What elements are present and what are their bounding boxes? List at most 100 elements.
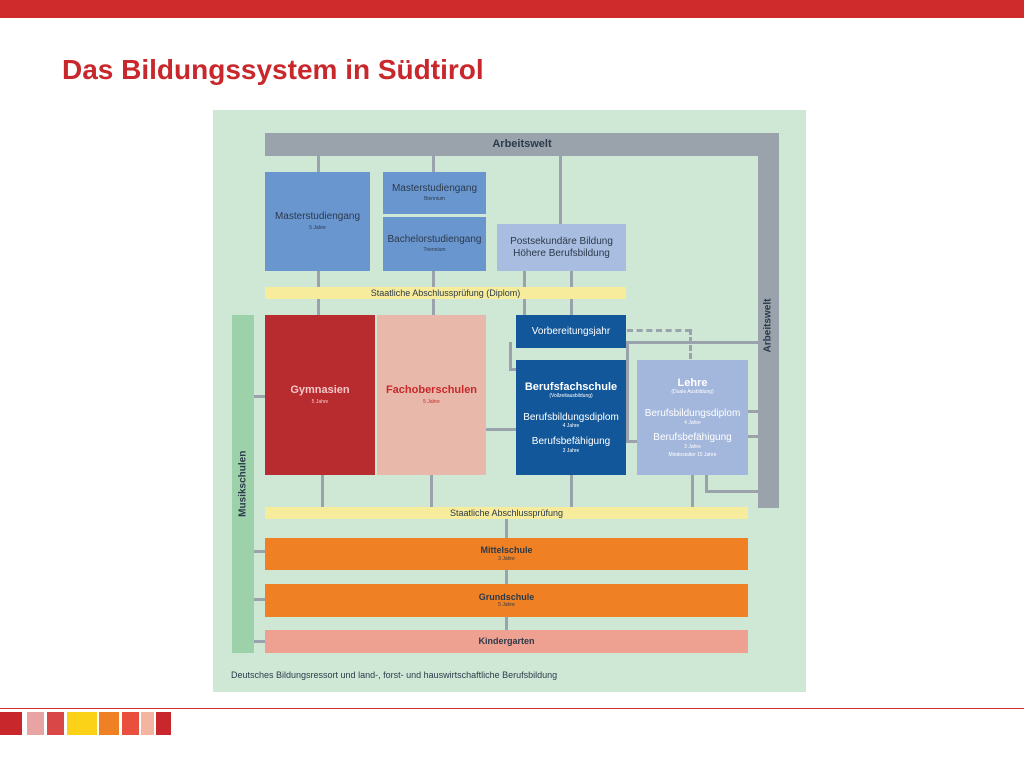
grundschule-label: Grundschule bbox=[478, 591, 535, 602]
footer-color-strip bbox=[99, 712, 119, 735]
arrow-up bbox=[523, 271, 526, 287]
lehre-befaehigung-sub: 3 Jahre bbox=[684, 443, 701, 450]
musikschulen-label: Musikschulen bbox=[237, 450, 249, 518]
arrow-up bbox=[317, 156, 320, 172]
diagram-footer: Deutsches Bildungsressort und land-, for… bbox=[231, 670, 558, 680]
postsekundaer-line1: Postsekundäre Bildung bbox=[510, 236, 613, 247]
arrow-up bbox=[523, 299, 526, 315]
arrow-up bbox=[317, 299, 320, 315]
gymnasien-label: Gymnasien bbox=[290, 384, 350, 397]
mittelschule-sub: 3 Jahre bbox=[498, 555, 515, 562]
arrow-up bbox=[570, 271, 573, 287]
lehre-label: Lehre bbox=[677, 376, 708, 389]
grundschule-sub: 5 Jahre bbox=[498, 602, 515, 609]
dashed-connector bbox=[689, 329, 692, 359]
footer-color-strip bbox=[141, 712, 154, 735]
gymnasien-sub: 5 Jahre bbox=[311, 398, 329, 405]
arrow-up bbox=[432, 156, 435, 172]
mittelschule-label: Mittelschule bbox=[480, 545, 533, 556]
arrow-up bbox=[321, 475, 324, 507]
lehre-box: Lehre (Duale Ausbildung) Berufsbildungsd… bbox=[637, 360, 748, 475]
berufsfachschule-befaehigung-sub: 3 Jahre bbox=[562, 447, 580, 454]
arrow-up bbox=[570, 475, 573, 507]
berufsfachschule-diplom-sub: 4 Jahre bbox=[562, 423, 580, 430]
abschlusspruefung-diplom-bar: Staatliche Abschlussprüfung (Diplom) bbox=[265, 287, 626, 299]
education-system-diagram: Arbeitswelt Arbeitswelt Masterstudiengan… bbox=[213, 110, 806, 692]
grundschule-bar: Grundschule 5 Jahre bbox=[265, 584, 748, 617]
lehre-diplom-sub: 4 Jahre bbox=[684, 419, 701, 426]
arbeitswelt-top-label: Arbeitswelt bbox=[492, 138, 552, 151]
footer-line bbox=[0, 708, 1024, 709]
arrow-connector bbox=[705, 475, 708, 493]
arrow-connector bbox=[626, 341, 629, 441]
masterstudiengang-left-label: Masterstudiengang bbox=[274, 211, 361, 223]
arrow-connector bbox=[748, 410, 758, 413]
arrow-up bbox=[505, 617, 508, 630]
footer-color-strip bbox=[47, 712, 64, 735]
musikschulen-bar: Musikschulen bbox=[232, 315, 254, 653]
vorbereitungsjahr-box: Vorbereitungsjahr bbox=[516, 315, 626, 348]
abschlusspruefung-label: Staatliche Abschlussprüfung bbox=[449, 507, 564, 518]
berufsfachschule-label: Berufsfachschule bbox=[524, 380, 618, 393]
footer-color-strip bbox=[122, 712, 139, 735]
arrow-up bbox=[430, 475, 433, 507]
bachelorstudiengang-sub: Triennium bbox=[423, 247, 446, 254]
bachelorstudiengang-box: Bachelorstudiengang Triennium bbox=[383, 217, 486, 271]
arrow-connector bbox=[254, 640, 265, 643]
arrow-connector bbox=[509, 368, 517, 371]
arbeitswelt-side-bar bbox=[758, 133, 779, 508]
fachoberschulen-sub: 5 Jahre bbox=[423, 398, 440, 405]
masterstudiengang-left-sub: 5 Jahre bbox=[309, 224, 326, 231]
footer-color-strip bbox=[27, 712, 44, 735]
arbeitswelt-top-bar: Arbeitswelt bbox=[265, 133, 779, 156]
gymnasien-box: Gymnasien 5 Jahre bbox=[265, 315, 375, 475]
lehre-befaehigung: Berufsbefähigung bbox=[653, 432, 732, 444]
arrow-connector bbox=[748, 435, 758, 438]
arrow-up bbox=[559, 156, 562, 224]
masterstudiengang-mid-sub: Biennium bbox=[424, 196, 445, 203]
berufsfachschule-diplom: Berufsbildungsdiplom bbox=[523, 411, 619, 423]
footer-color-strip bbox=[0, 712, 22, 735]
top-accent-bar bbox=[0, 0, 1024, 18]
arrow-connector bbox=[254, 598, 265, 601]
berufsfachschule-sub: (Vollzeitausbildung) bbox=[549, 393, 593, 400]
arrow-connector bbox=[486, 428, 516, 431]
arrow-connector bbox=[626, 341, 758, 344]
slide-title: Das Bildungssystem in Südtirol bbox=[62, 54, 484, 85]
masterstudiengang-mid-label: Masterstudiengang bbox=[391, 182, 478, 194]
masterstudiengang-5-jahre-box: Masterstudiengang 5 Jahre bbox=[265, 172, 370, 271]
footer-color-strip bbox=[156, 712, 171, 735]
lehre-mindestalter: Mindestalter 15 Jahre bbox=[668, 451, 717, 458]
arrow-up bbox=[432, 271, 435, 287]
arrow-connector bbox=[626, 440, 637, 443]
fachoberschulen-box: Fachoberschulen 5 Jahre bbox=[377, 315, 486, 475]
arrow-connector bbox=[254, 395, 265, 398]
kindergarten-label: Kindergarten bbox=[478, 636, 535, 647]
arrow-up bbox=[432, 299, 435, 315]
arrow-connector bbox=[509, 342, 512, 370]
masterstudiengang-biennium-box: Masterstudiengang Biennium bbox=[383, 172, 486, 214]
berufsfachschule-box: Berufsfachschule (Vollzeitausbildung) Be… bbox=[516, 360, 626, 475]
postsekundaer-line2: Höhere Berufsbildung bbox=[513, 247, 610, 259]
arrow-up bbox=[505, 519, 508, 538]
postsekundaere-bildung-box: Postsekundäre Bildung Höhere Berufsbildu… bbox=[497, 224, 626, 271]
arbeitswelt-side-label: Arbeitswelt bbox=[762, 298, 774, 353]
berufsfachschule-befaehigung: Berufsbefähigung bbox=[531, 436, 611, 448]
vorbereitungsjahr-label: Vorbereitungsjahr bbox=[531, 325, 611, 337]
arrow-connector bbox=[705, 490, 758, 493]
arrow-up bbox=[505, 570, 508, 584]
footer-color-strip bbox=[67, 712, 97, 735]
arrow-connector bbox=[254, 550, 265, 553]
arrow-up bbox=[317, 271, 320, 287]
lehre-sub: (Duale Ausbildung) bbox=[671, 389, 714, 396]
arrow-up bbox=[691, 475, 694, 507]
kindergarten-bar: Kindergarten bbox=[265, 630, 748, 653]
abschlusspruefung-bar: Staatliche Abschlussprüfung bbox=[265, 507, 748, 519]
lehre-diplom: Berufsbildungsdiplom bbox=[644, 408, 741, 420]
mittelschule-bar: Mittelschule 3 Jahre bbox=[265, 538, 748, 570]
abschlusspruefung-diplom-label: Staatliche Abschlussprüfung (Diplom) bbox=[370, 287, 521, 298]
arrow-up bbox=[570, 299, 573, 315]
dashed-connector bbox=[627, 329, 691, 332]
bachelorstudiengang-label: Bachelorstudiengang bbox=[387, 233, 482, 245]
fachoberschulen-label: Fachoberschulen bbox=[385, 384, 478, 397]
